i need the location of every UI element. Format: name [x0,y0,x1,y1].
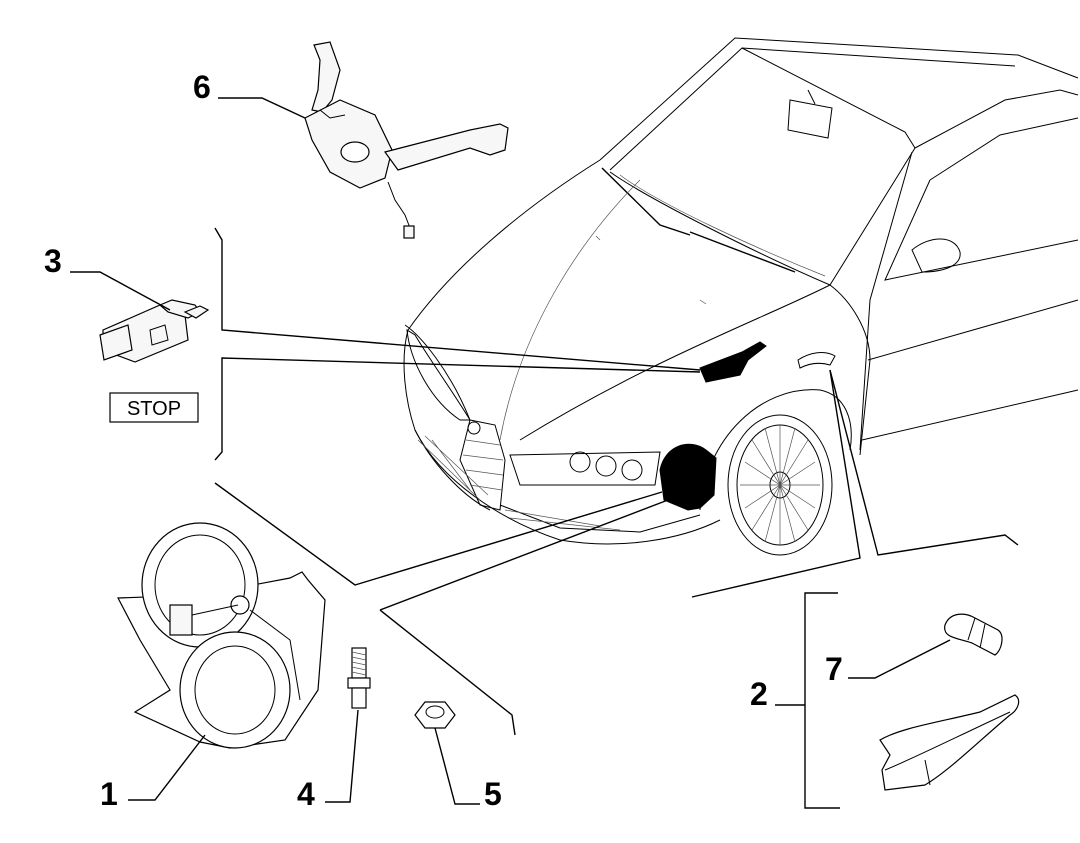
leader-lines [214,227,1019,809]
side-marker-lamp [879,694,1020,791]
stop-label-box [109,392,199,423]
bulb [944,613,1003,656]
callout-4: 4 [297,776,315,812]
stud-bolt [347,647,371,709]
callout-1: 1 [100,776,118,812]
stop-light-switch [99,299,210,363]
callout-2: 2 [750,676,768,712]
flange-nut [414,701,456,729]
steering-column-switch [304,41,509,239]
horn [117,522,326,749]
car-illustration [403,37,1079,556]
callout-5: 5 [484,776,502,812]
stop-label: STOP [127,398,181,420]
callout-3: 3 [44,243,62,279]
callout-7: 7 [825,651,843,687]
callout-6: 6 [193,69,211,105]
